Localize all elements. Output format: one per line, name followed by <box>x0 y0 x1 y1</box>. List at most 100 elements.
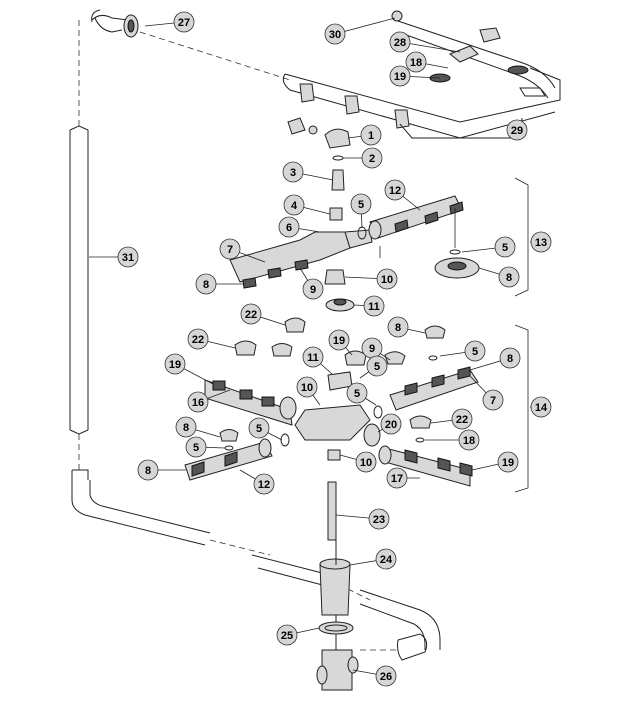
callout-label-gear-upper: 11 <box>368 301 380 313</box>
callout-bubble-arm-lower-right <box>386 467 408 489</box>
callout-bubble-arm-right-lower <box>482 389 504 411</box>
end-cap-30 <box>391 10 403 22</box>
callout-bubble-seal-hub-left <box>248 417 270 439</box>
callout-bubble-nozzle-right-lower <box>451 408 473 430</box>
callout-label-nozzle-left-arm: 19 <box>169 359 181 371</box>
callout-label-nozzle-left-lower: 8 <box>183 422 189 434</box>
callout-label-hub: 6 <box>286 222 292 234</box>
callout-label-arm-upper-right: 12 <box>389 185 401 197</box>
supply-pipe-31 <box>69 14 441 661</box>
callout-label-nozzle-center: 22 <box>245 309 257 321</box>
callout-bubble-nozzle-left-arm <box>164 353 186 375</box>
callout-label-housing: 24 <box>380 554 393 566</box>
callout-label-bolt: 3 <box>290 167 296 179</box>
callout-label-nut-upper: 10 <box>381 274 393 286</box>
callout-label-nut-left: 10 <box>301 382 313 394</box>
callout-bubble-seal-left-lower <box>185 436 207 458</box>
bolt-3 <box>331 169 345 191</box>
callout-label-seal-hub-left: 5 <box>256 423 262 435</box>
callout-label-washer-upper: 9 <box>310 284 316 296</box>
callout-bubble-nozzle-left-lower <box>175 416 197 438</box>
callout-label-nozzle-upper: 8 <box>203 279 209 291</box>
callout-label-gear-right: 8 <box>506 272 512 284</box>
callout-bubble-gasket <box>276 624 298 646</box>
callout-bubble-seal-right-lower <box>464 340 486 362</box>
callout-label-seal-center: 5 <box>374 361 380 373</box>
callout-bubble-nut-left <box>296 376 318 398</box>
callout-label-seal-left-lower: 5 <box>193 442 199 454</box>
callout-label-nozzle-right-lower: 22 <box>456 414 468 426</box>
callout-bubble-arm-left <box>187 391 209 413</box>
overhead-assembly <box>91 9 561 139</box>
callout-bubble-nozzle-center <box>240 303 262 325</box>
callout-label-arm-left: 16 <box>192 397 204 409</box>
callout-label-nozzle-top: 19 <box>394 71 406 83</box>
lower-column <box>316 481 359 691</box>
callout-bubble-nozzle-right-upper <box>387 316 409 338</box>
callout-label-seal-center-right: 5 <box>354 388 360 400</box>
callout-label-bushing: 4 <box>291 200 298 212</box>
callout-label-arm-upper: 7 <box>227 244 233 256</box>
callout-label-o-ring-lower: 18 <box>463 435 475 447</box>
callout-bubble-seal-center <box>366 355 388 377</box>
callout-label-gasket: 25 <box>281 630 293 642</box>
callout-bubble-seal-upper-arm <box>350 193 372 215</box>
callout-bubble-seal-upper-right <box>494 236 516 258</box>
callout-label-hose-cuff: 27 <box>178 17 190 29</box>
hub-center <box>294 404 371 441</box>
callout-label-upper-assembly: 13 <box>535 237 547 249</box>
nozzle-22-center <box>284 317 306 333</box>
callout-label-nozzle-left: 22 <box>192 334 204 346</box>
callout-label-shaft: 23 <box>373 514 385 526</box>
callout-label-arm-lower-left: 12 <box>258 479 270 491</box>
callout-label-o-ring: 2 <box>369 153 375 165</box>
callout-bubble-end-cap <box>324 23 346 45</box>
arm-12 <box>369 195 463 239</box>
callout-label-seal-right-lower: 5 <box>472 346 478 358</box>
callout-label-overhead-spray-bar: 29 <box>511 125 523 137</box>
gasket-25 <box>318 621 354 635</box>
callout-bubble-upper-assembly <box>530 231 552 253</box>
callout-label-nozzle-right-upper: 8 <box>395 322 401 334</box>
callout-label-nozzle-center-lower: 19 <box>333 335 345 347</box>
callout-bubble-nozzle-far-left <box>137 459 159 481</box>
callout-bubble-hub <box>278 216 300 238</box>
callout-bubble-seal-center-right <box>346 382 368 404</box>
callout-label-nozzle-right: 8 <box>507 353 513 365</box>
callout-label-nut-lower: 10 <box>360 457 372 469</box>
sleeve-20 <box>363 423 381 447</box>
connector-1 <box>324 128 351 149</box>
callout-bubble-sleeve <box>380 413 402 435</box>
callout-bubble-nozzle-lower-right <box>497 451 519 473</box>
callout-label-seal-upper-right: 5 <box>502 242 508 254</box>
callout-bubble-nozzle-upper <box>195 273 217 295</box>
callout-bubble-lower-assembly <box>530 396 552 418</box>
callout-bubble-shaft <box>368 508 390 530</box>
callout-label-supply-pipe: 31 <box>122 252 134 264</box>
callout-label-washer-lower: 9 <box>369 343 375 355</box>
callout-bubble-nut-lower <box>355 451 377 473</box>
callout-label-gear-lower: 11 <box>307 352 319 364</box>
nut-10-lower <box>327 449 341 461</box>
bushing-4 <box>329 207 343 221</box>
callout-bubble-arm-lower-left <box>253 473 275 495</box>
nozzle-22-left <box>234 340 257 356</box>
callout-bubble-bushing <box>283 194 305 216</box>
callout-label-connector: 1 <box>368 130 374 142</box>
callout-bubble-nozzle-left <box>187 328 209 350</box>
callout-label-lower-assembly: 14 <box>535 402 548 414</box>
callout-bubble-clamp <box>389 31 411 53</box>
callout-bubble-overhead-spray-bar <box>506 119 528 141</box>
housing-24 <box>319 564 351 616</box>
callout-bubble-gear-lower <box>302 346 324 368</box>
upper-arm-assembly <box>229 117 529 312</box>
callout-label-end-cap: 30 <box>329 29 341 41</box>
callout-bubble-arm-upper-right <box>384 179 406 201</box>
callout-label-tee-fitting: 26 <box>380 671 392 683</box>
callout-label-o-ring-top: 18 <box>410 57 422 69</box>
callout-bubble-nozzle-top <box>389 65 411 87</box>
callout-label-arm-lower-right: 17 <box>391 473 403 485</box>
